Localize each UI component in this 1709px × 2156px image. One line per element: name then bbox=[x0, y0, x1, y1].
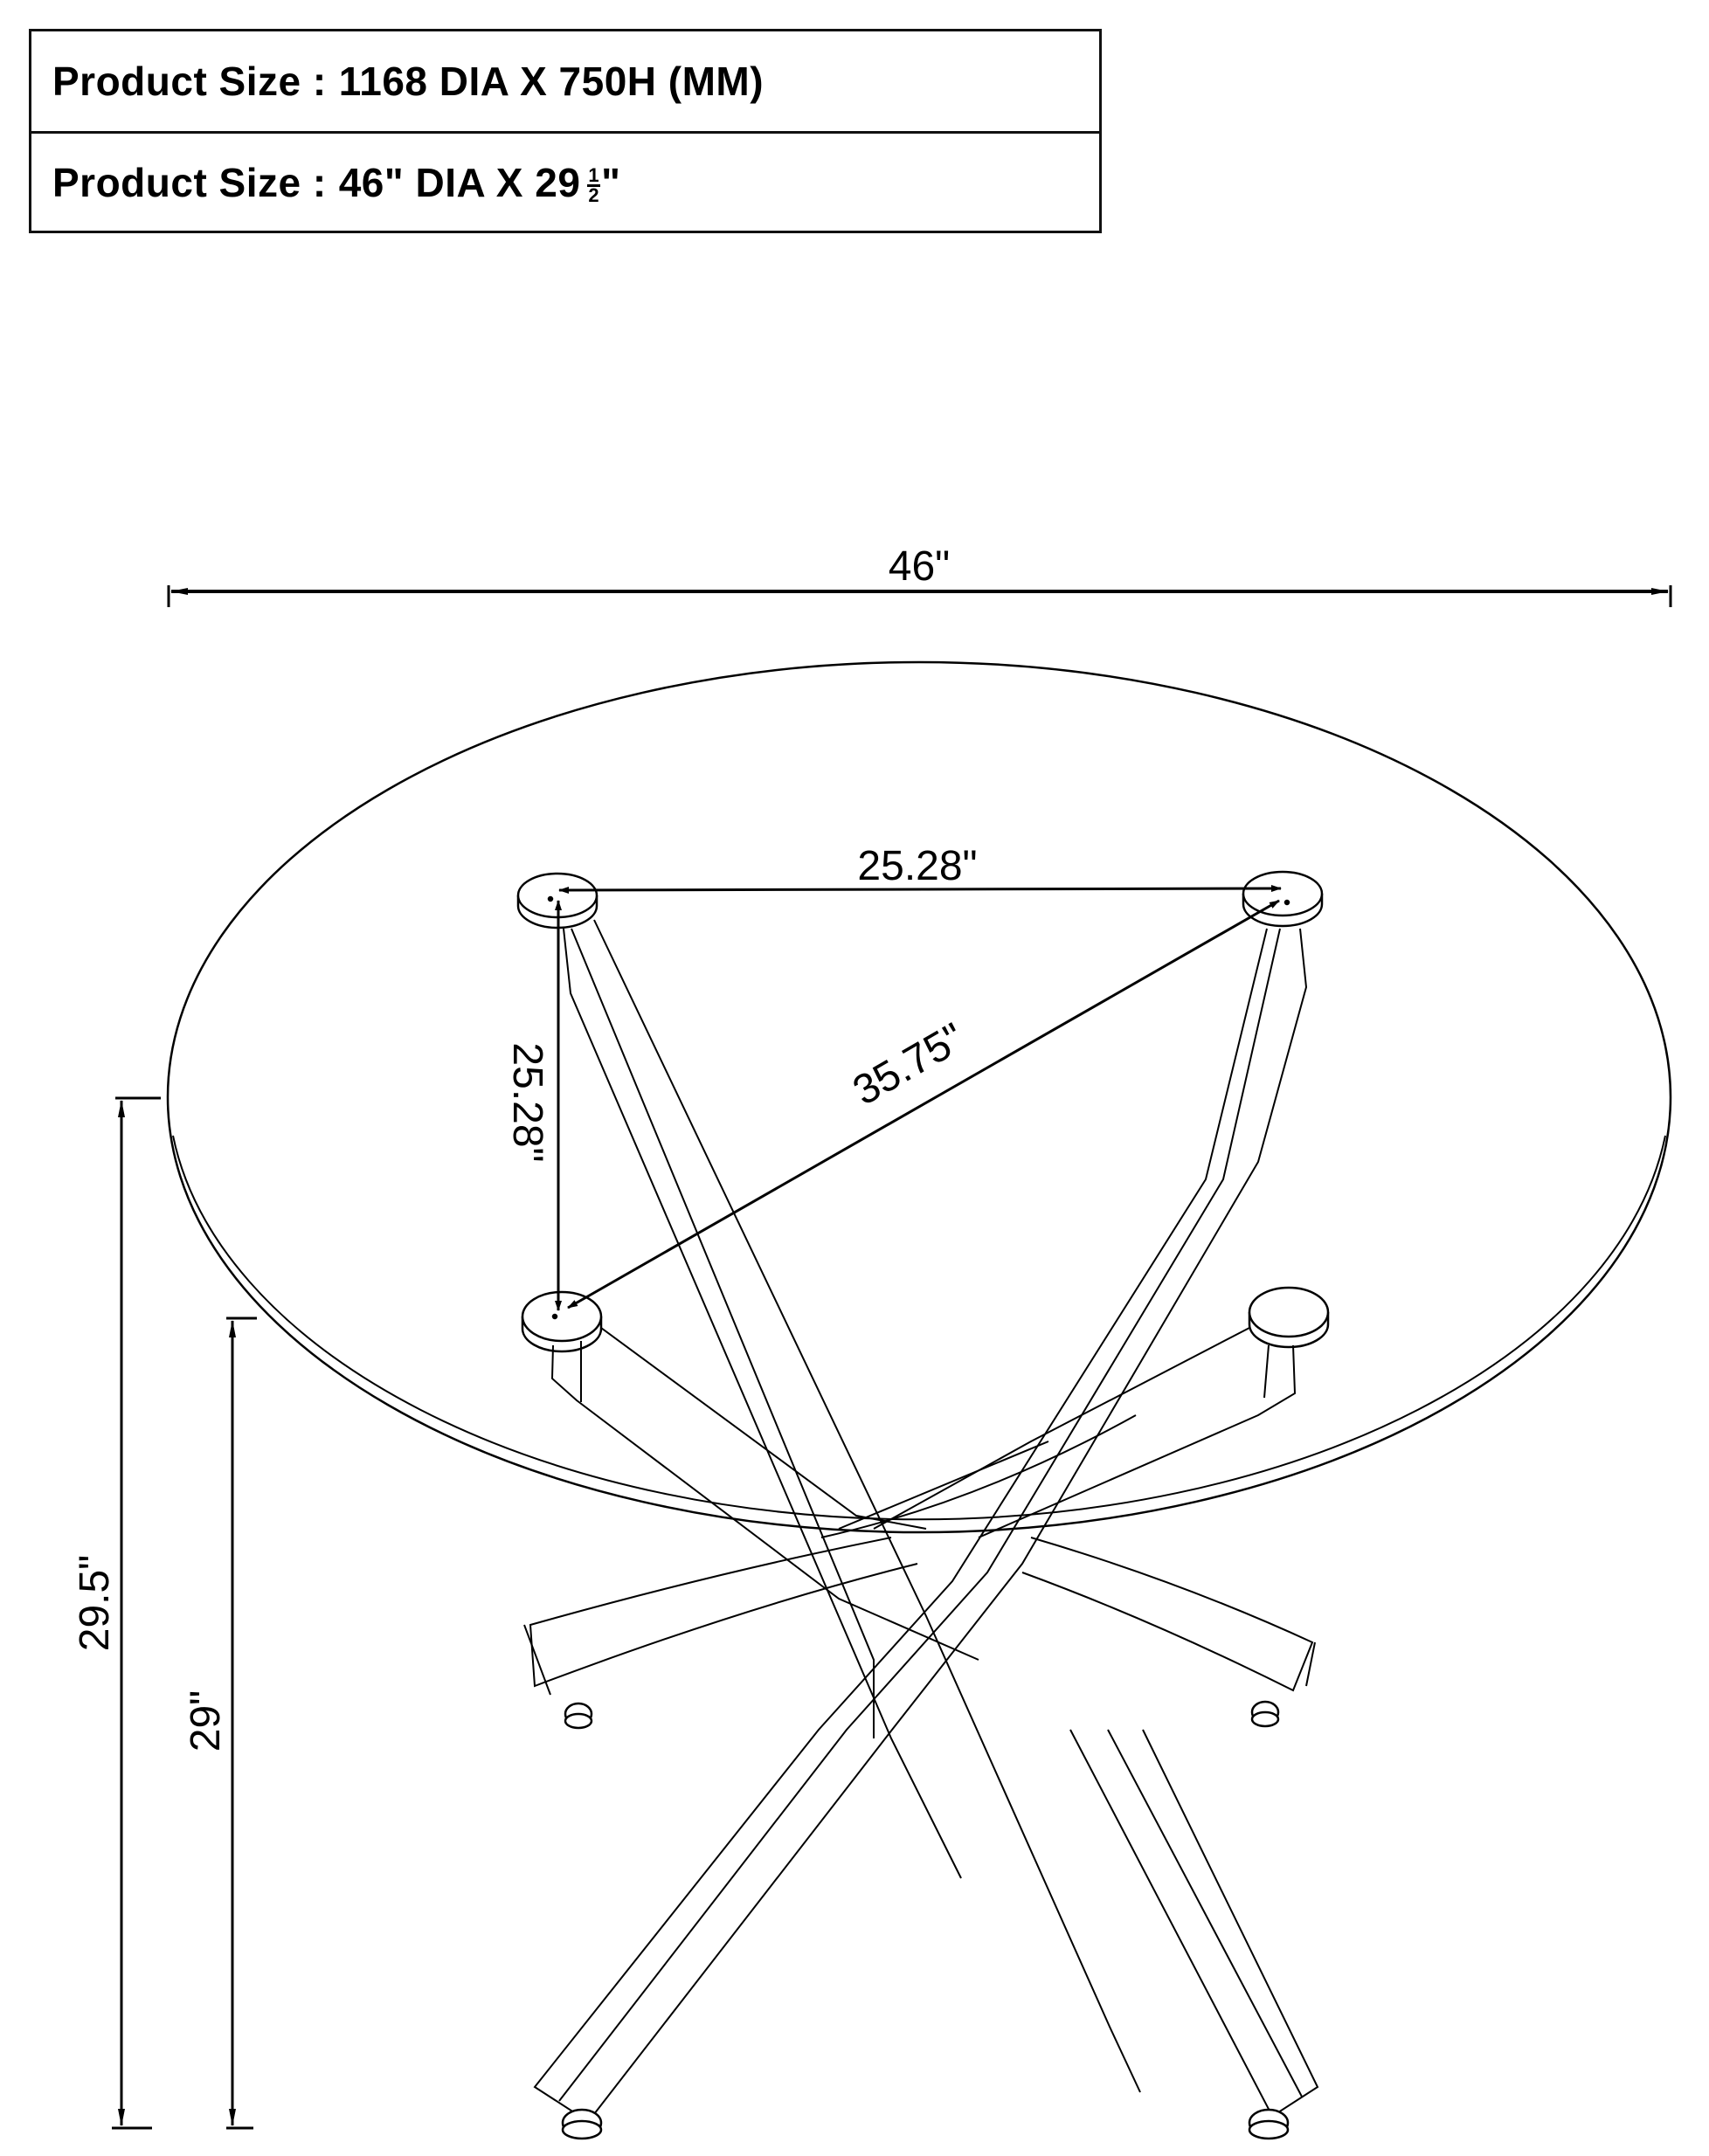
overall-height-label: 29.5" bbox=[72, 1555, 118, 1651]
base-height-label: 29" bbox=[183, 1690, 229, 1752]
foot-bottom-right bbox=[1248, 2108, 1290, 2140]
pad-bottom-right bbox=[1248, 1286, 1330, 1349]
product-size-imperial-row: Product Size : 46" DIA X 29 1 2 " bbox=[31, 131, 1099, 231]
product-size-imperial-value: 46" DIA X 29 bbox=[338, 159, 581, 205]
base-height-dimension bbox=[226, 1316, 257, 2130]
foot-side-right bbox=[1250, 1700, 1280, 1728]
leg-feet-glides bbox=[561, 1700, 1290, 2140]
product-size-table: Product Size : 1168 DIA X 750H (MM) Prod… bbox=[29, 29, 1102, 233]
fraction-numerator: 1 bbox=[587, 164, 601, 187]
fraction-denominator: 2 bbox=[588, 184, 600, 206]
pad-spacing-dimensions bbox=[555, 885, 1282, 1311]
product-size-label: Product Size : bbox=[52, 159, 327, 205]
pad-bottom-left bbox=[521, 1290, 603, 1353]
diagonal-pad-spacing-label: 35.75" bbox=[846, 1014, 972, 1114]
product-size-label: Product Size : bbox=[52, 59, 327, 104]
product-size-metric-value: 1168 DIA X 750H (MM) bbox=[338, 59, 765, 104]
width-dimension-label: 46" bbox=[889, 543, 950, 590]
crossed-legs bbox=[523, 919, 1319, 2115]
side-pad-spacing-label: 25.28" bbox=[504, 1042, 550, 1162]
foot-bottom-left bbox=[561, 2108, 603, 2140]
top-pad-spacing-label: 25.28" bbox=[857, 843, 977, 889]
overall-height-dimension bbox=[112, 1096, 161, 2130]
width-dimension: 46" bbox=[167, 543, 1672, 607]
leg-top-pads bbox=[516, 870, 1330, 1353]
glass-tabletop bbox=[166, 660, 1672, 1534]
foot-side-left bbox=[564, 1702, 593, 1730]
pad-top-right bbox=[1242, 870, 1324, 928]
product-size-metric-row: Product Size : 1168 DIA X 750H (MM) bbox=[31, 31, 1099, 131]
inch-mark: " bbox=[601, 159, 621, 205]
height-fraction: 1 2 bbox=[587, 164, 601, 206]
